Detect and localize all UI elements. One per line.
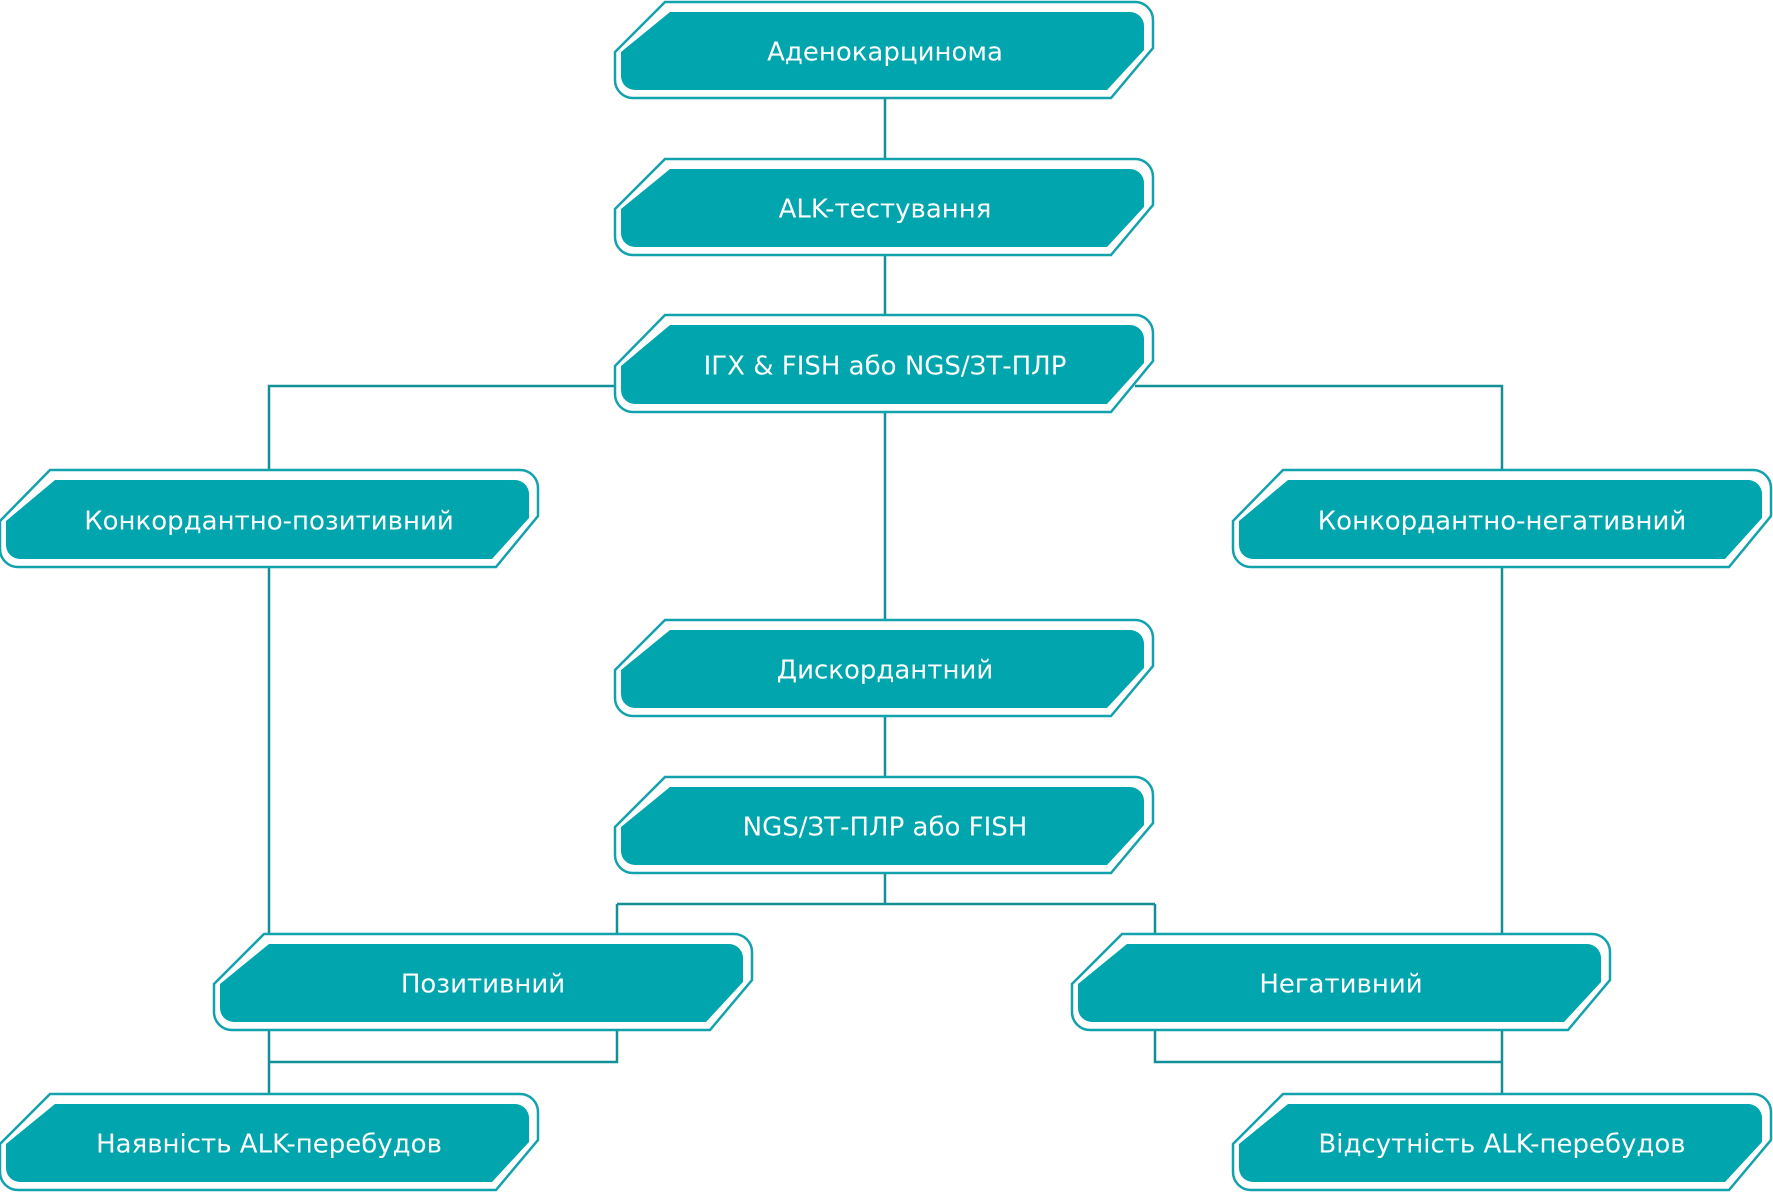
- node-shape: [220, 944, 743, 1022]
- node-adenocarcinoma: Аденокарцинома: [613, 0, 1155, 100]
- node-discordant: Дискордантний: [613, 618, 1155, 718]
- node-label: NGS/ЗТ-ПЛР або FISH: [743, 813, 1028, 843]
- connector-ngs-split: [615, 873, 1157, 935]
- node-label: Позитивний: [401, 970, 565, 1000]
- node-label: Дискордантний: [777, 656, 993, 686]
- node-label: Конкордантно-негативний: [1318, 507, 1687, 537]
- node-shape: [1078, 944, 1601, 1022]
- node-negative: Негативний: [1070, 932, 1612, 1032]
- node-label: ALK-тестування: [779, 195, 992, 225]
- node-shape: [621, 325, 1144, 404]
- connector-positive-alk-present: [267, 1030, 619, 1094]
- node-label: Конкордантно-позитивний: [84, 507, 454, 537]
- connector-negative-alk-absent: [1153, 1030, 1504, 1094]
- node-shape: [1239, 1104, 1762, 1182]
- node-label: Негативний: [1259, 970, 1422, 1000]
- node-label: Наявність ALK-перебудов: [96, 1130, 442, 1160]
- node-ihc-fish-ngs: ІГХ & FISH або NGS/ЗТ-ПЛР: [613, 313, 1155, 414]
- connectors: [267, 98, 1504, 1094]
- node-shape: [621, 12, 1144, 90]
- connector-ihc-concordant-positive: [267, 384, 618, 470]
- node-label: Аденокарцинома: [767, 38, 1003, 68]
- node-shape: [621, 630, 1144, 708]
- node-shape: [6, 480, 529, 559]
- node-concordant-negative: Конкордантно-негативний: [1231, 468, 1773, 569]
- node-alk-present: Наявність ALK-перебудов: [0, 1092, 540, 1192]
- node-positive: Позитивний: [212, 932, 754, 1032]
- node-label: Відсутність ALK-перебудов: [1318, 1130, 1685, 1160]
- node-shape: [621, 787, 1144, 865]
- node-shape: [621, 169, 1144, 247]
- node-label: ІГХ & FISH або NGS/ЗТ-ПЛР: [704, 352, 1067, 382]
- node-ngs-or-fish: NGS/ЗТ-ПЛР або FISH: [613, 775, 1155, 875]
- node-shape: [6, 1104, 529, 1182]
- node-alk-testing: ALK-тестування: [613, 157, 1155, 257]
- node-alk-absent: Відсутність ALK-перебудов: [1231, 1092, 1773, 1192]
- connector-ihc-concordant-negative: [1135, 384, 1504, 470]
- node-concordant-positive: Конкордантно-позитивний: [0, 468, 540, 569]
- node-shape: [1239, 480, 1762, 559]
